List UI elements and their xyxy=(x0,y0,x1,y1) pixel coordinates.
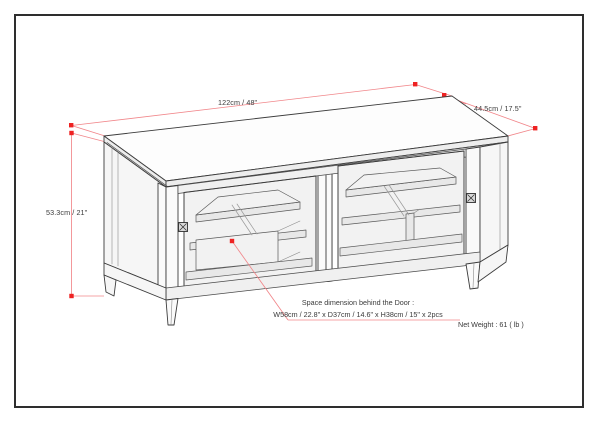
width-marker-left xyxy=(69,123,74,128)
space-leader-marker xyxy=(229,238,235,244)
height-marker-top xyxy=(69,130,74,136)
rear-right-foot xyxy=(477,244,509,283)
right-bottom-rail xyxy=(339,233,463,257)
tv-stand-body xyxy=(103,95,509,326)
front-right-stile xyxy=(465,146,481,265)
front-left-leg xyxy=(165,298,179,326)
left-recess-depth-line-2 xyxy=(277,251,301,263)
width-dimension-line xyxy=(71,84,416,126)
depth-dimension-label: 44.5cm / 17.5" xyxy=(474,104,522,113)
front-left-leg-taper xyxy=(170,299,173,325)
right-divider-depth-line xyxy=(413,208,421,214)
left-door-compartment xyxy=(183,175,317,289)
net-weight-label: Net Weight : 61 ( lb ) xyxy=(458,320,524,329)
right-glass-reflection-2 xyxy=(388,184,410,216)
left-glass-reflection-1 xyxy=(231,204,253,236)
space-leader-line xyxy=(231,240,289,321)
width-dimension-label: 122cm / 48" xyxy=(218,98,258,107)
depth-extension-bottom xyxy=(507,128,536,137)
left-door-handle[interactable] xyxy=(178,222,188,232)
front-right-leg xyxy=(465,261,481,290)
right-door-handle[interactable] xyxy=(466,193,476,203)
width-extension-right xyxy=(415,84,453,97)
height-marker-bottom xyxy=(69,293,74,299)
left-glass-reflection-2 xyxy=(236,203,258,235)
right-shelf-mid xyxy=(341,204,461,226)
width-extension-left xyxy=(71,125,106,137)
height-extension-top xyxy=(71,132,107,143)
rear-left-foot xyxy=(103,274,117,297)
space-dimension-annotation: Space dimension behind the Door : W58cm … xyxy=(258,297,458,320)
height-dimension-label: 53.3cm / 21" xyxy=(46,208,88,217)
left-shelf-upper-top xyxy=(195,189,301,216)
depth-marker-top xyxy=(442,93,447,98)
right-shelf-upper-top xyxy=(345,167,457,191)
right-door-compartment xyxy=(337,150,465,271)
front-left-stile xyxy=(165,185,179,295)
dimension-lines xyxy=(69,82,538,299)
left-front-post xyxy=(157,182,167,289)
left-handle-cross-2 xyxy=(179,223,187,231)
front-right-leg-taper xyxy=(472,262,475,289)
right-handle-cross-2 xyxy=(467,194,475,202)
depth-marker-bottom xyxy=(533,126,538,131)
right-glass-reflection-1 xyxy=(383,185,405,217)
space-annotation-detail: W58cm / 22.8" x D37cm / 14.6" x H38cm / … xyxy=(273,309,443,319)
left-bottom-rail xyxy=(185,257,313,281)
left-recess-depth-line xyxy=(277,220,301,232)
space-annotation-leader xyxy=(229,238,460,321)
width-marker-right xyxy=(413,82,418,87)
center-stile-shadow xyxy=(325,167,333,282)
space-annotation-title: Space dimension behind the Door : xyxy=(301,298,415,307)
right-side-panel xyxy=(479,141,509,263)
